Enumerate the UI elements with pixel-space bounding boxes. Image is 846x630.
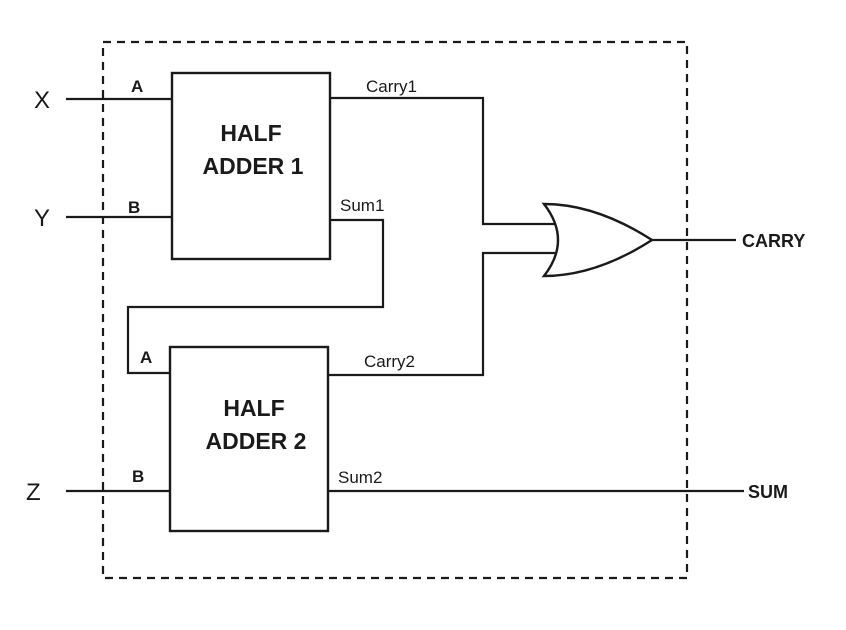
wire-carry2-to-or [328, 251, 558, 377]
ha2-title-line1: HALF [223, 395, 284, 421]
input-x-label: X [34, 87, 50, 114]
ha2-port-a-label: A [140, 348, 152, 367]
input-y-label: Y [34, 205, 50, 232]
wire-sum1-to-a2 [126, 218, 385, 375]
half-adder-2-block [168, 345, 330, 533]
ha2-title-line2: ADDER 2 [206, 428, 307, 454]
ha1-port-b-label: B [128, 198, 140, 217]
ha2-port-b-label: B [132, 467, 144, 486]
sum2-label: Sum2 [338, 468, 382, 487]
half-adder-1-block [170, 71, 332, 261]
carry2-label: Carry2 [364, 352, 415, 371]
ha1-title-line1: HALF [220, 120, 281, 146]
wire-carry1-to-or [330, 96, 558, 226]
input-z-label: Z [26, 479, 41, 506]
carry-output-label: CARRY [742, 231, 805, 251]
sum1-label: Sum1 [340, 196, 384, 215]
ha1-title-line2: ADDER 1 [203, 153, 304, 179]
sum-output-label: SUM [748, 482, 788, 502]
ha1-port-a-label: A [131, 77, 143, 96]
or-gate [541, 202, 655, 278]
carry1-label: Carry1 [366, 77, 417, 96]
